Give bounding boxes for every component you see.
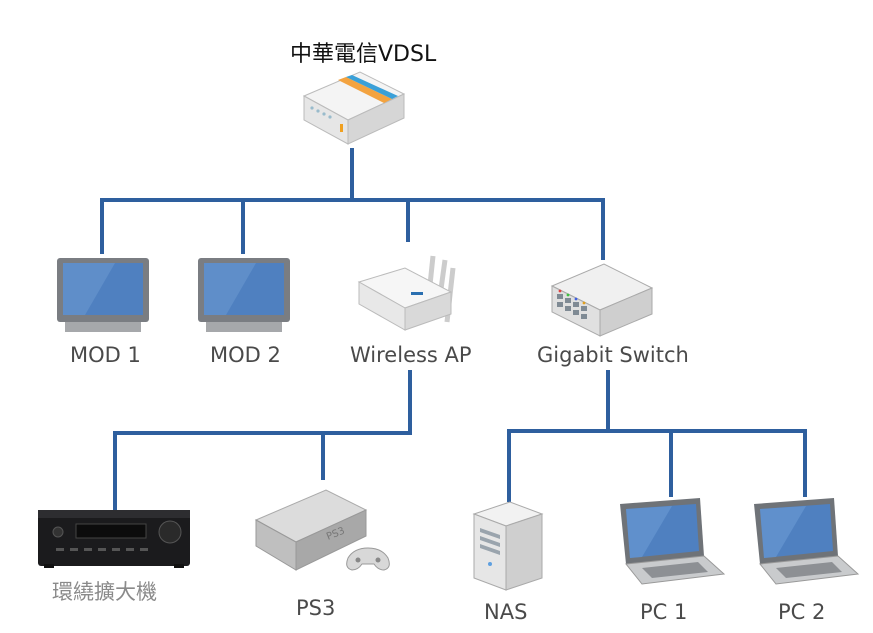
game-console-icon: PS3 — [250, 480, 400, 586]
mod1-tv-icon — [55, 256, 151, 336]
modem-label: 中華電信VDSL — [290, 42, 437, 67]
pc1-laptop-icon — [612, 494, 728, 590]
av-receiver-label: 環繞擴大機 — [52, 580, 157, 604]
mod2-tv-icon — [196, 256, 292, 336]
nas-label: NAS — [484, 600, 528, 624]
wireless-ap-label: Wireless AP — [350, 343, 472, 367]
gigabit-switch-label: Gigabit Switch — [537, 343, 689, 367]
mod2-label: MOD 2 — [210, 343, 281, 367]
server-tower-icon — [470, 498, 546, 594]
ps3-label: PS3 — [296, 596, 336, 620]
pc1-label: PC 1 — [640, 600, 688, 624]
mod1-label: MOD 1 — [70, 343, 141, 367]
network-switch-icon — [548, 258, 656, 340]
av-receiver-icon — [36, 506, 194, 570]
pc2-label: PC 2 — [778, 600, 826, 624]
pc2-laptop-icon — [746, 494, 862, 590]
vdsl-modem-icon — [300, 66, 408, 148]
wireless-router-icon — [355, 248, 465, 336]
